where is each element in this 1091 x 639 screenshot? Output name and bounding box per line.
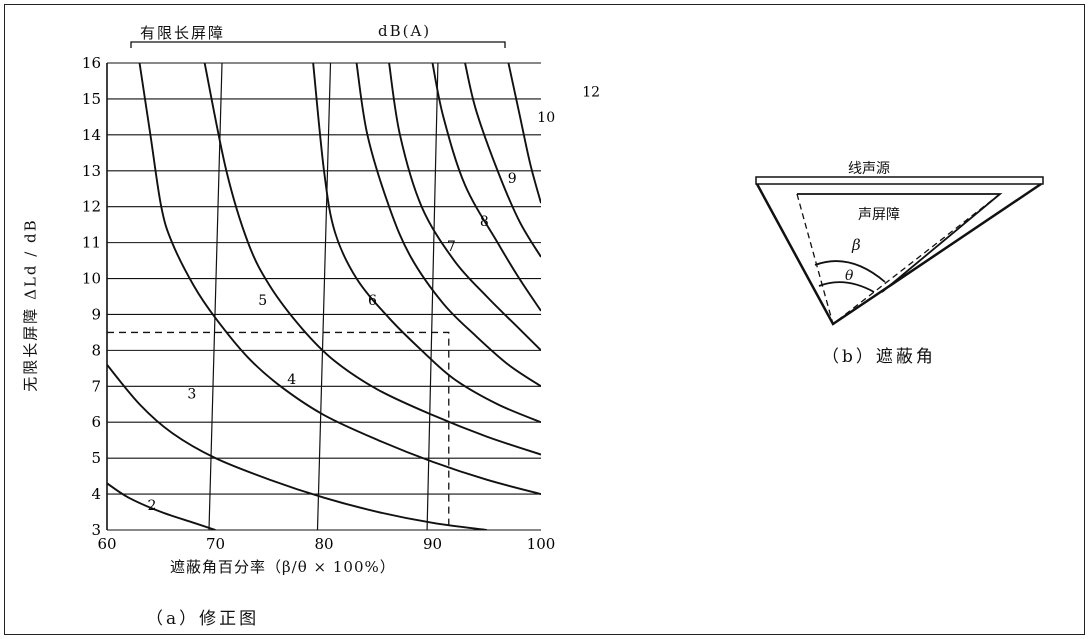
y-tick-label: 9	[91, 305, 101, 323]
curve-label: 3	[187, 386, 196, 402]
curve-label: 2	[147, 498, 156, 514]
y-tick-label: 7	[91, 377, 101, 395]
grid-line-x	[208, 62, 223, 531]
finite-barrier-label: 有限长屏障	[140, 24, 226, 42]
x-tick-label: 90	[423, 535, 442, 553]
grid-line-x	[426, 62, 439, 531]
curve-10	[464, 63, 541, 258]
curve-label: 9	[508, 171, 517, 187]
curve-label: 12	[582, 85, 600, 101]
y-tick-label: 6	[91, 413, 101, 431]
curve-9	[431, 63, 541, 312]
y-tick-label: 12	[82, 198, 101, 216]
curve-8	[388, 63, 541, 352]
top-bracket	[130, 41, 506, 48]
curve-5	[203, 63, 541, 456]
figure-frame	[4, 4, 1085, 635]
caption-b: （b）遮蔽角	[822, 347, 936, 367]
beta-arc	[814, 260, 886, 283]
y-tick-label: 13	[82, 162, 101, 180]
grid-line-x	[316, 62, 332, 531]
curve-3	[107, 364, 487, 530]
curve-4	[138, 63, 541, 495]
theta-label: θ	[845, 268, 854, 284]
y-tick-label: 14	[82, 126, 101, 144]
theta-arc	[818, 281, 875, 293]
y-axis-title: 无限长屏障 ΔLd / dB	[21, 218, 40, 392]
x-axis-title: 遮蔽角百分率（β/θ × 100%）	[170, 558, 396, 576]
caption-a: （a）修正图	[146, 609, 260, 629]
curve-6	[312, 63, 541, 424]
y-tick-label: 5	[91, 449, 101, 467]
x-tick-label: 60	[97, 535, 116, 553]
y-tick-label: 4	[91, 485, 101, 503]
barrier-label: 声屏障	[858, 207, 900, 223]
dba-unit-label: dB(A)	[378, 22, 432, 40]
curve-7	[355, 63, 541, 388]
curve-label: 8	[480, 214, 489, 230]
x-tick-label: 80	[314, 535, 333, 553]
line-source-bar	[755, 176, 1044, 185]
barrier-dashed-left	[796, 193, 834, 325]
curve-label: 7	[447, 239, 456, 255]
example-lookup-line	[107, 331, 450, 530]
y-tick-label: 8	[91, 341, 101, 359]
x-tick-label: 100	[527, 535, 556, 553]
x-tick-label: 70	[206, 535, 225, 553]
y-tick-label: 16	[82, 54, 101, 72]
line-source-label: 线声源	[848, 161, 890, 177]
barrier-dashed-right	[832, 193, 1001, 325]
curve-12	[507, 63, 541, 204]
curve-label: 4	[287, 372, 296, 388]
curve-2	[107, 482, 216, 530]
y-tick-label: 10	[82, 270, 101, 288]
curve-label: 6	[368, 293, 377, 309]
occlusion-angle-diagram	[755, 176, 1044, 326]
beta-label: β	[852, 236, 861, 254]
y-tick-label: 11	[82, 234, 101, 252]
curve-label: 10	[537, 110, 555, 126]
curve-label: 5	[258, 293, 267, 309]
y-tick-label: 3	[91, 521, 101, 539]
y-tick-label: 15	[82, 90, 101, 108]
